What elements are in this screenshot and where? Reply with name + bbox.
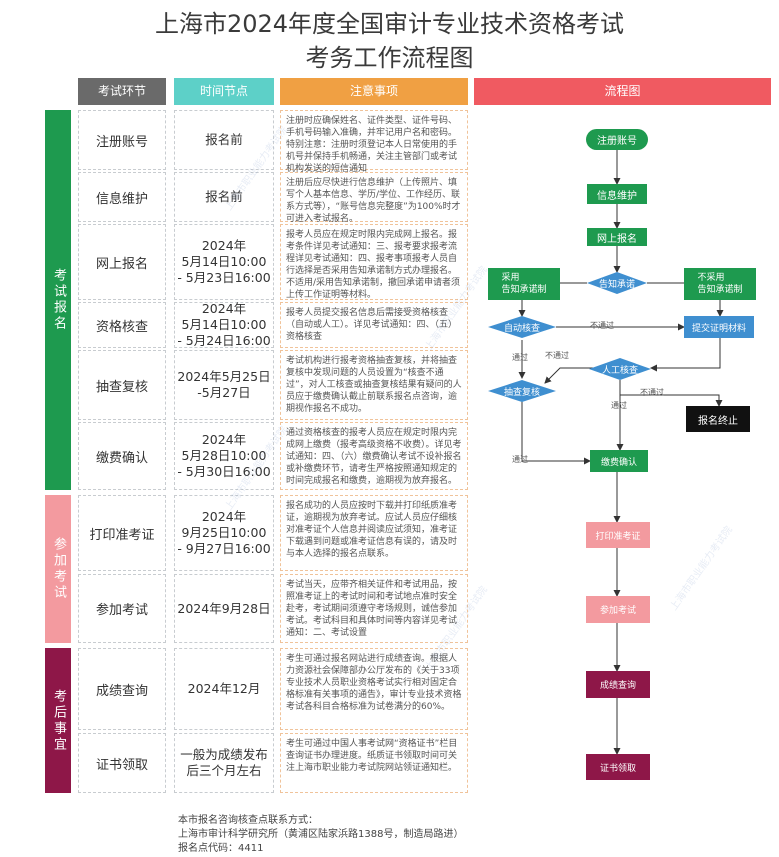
flow-spot-check-label: 抽查复核 bbox=[503, 387, 540, 398]
row-notes: 考生可通过报名网站进行成绩查询。根据人力资源社会保障部办公厅发布的《关于33项专… bbox=[280, 648, 468, 730]
flow-promise-label: 告知承诺 bbox=[598, 279, 635, 290]
flow-auto-check-label: 自动核查 bbox=[503, 323, 540, 334]
flow-manual-check-label: 人工核查 bbox=[601, 365, 638, 376]
row-notes: 考生可通过中国人事考试网“资格证书”栏目查询证书办理进度。纸质证书领取时间可关注… bbox=[280, 733, 468, 793]
footer-line2: 上海市审计科学研究所（黄浦区陆家浜路1388号，制造局路进） bbox=[178, 829, 464, 840]
flow-register-node: 注册账号 bbox=[586, 129, 648, 150]
row-time: 2024年9月28日 bbox=[174, 574, 274, 643]
edge-label-pass: 通过 bbox=[611, 401, 627, 410]
row-time: 报名前 bbox=[174, 110, 274, 170]
row-notes: 注册时应确保姓名、证件类型、证件号码、手机号码输入准确，并牢记用户名和密码。特别… bbox=[280, 110, 468, 174]
flow-pay-node: 缴费确认 bbox=[590, 450, 648, 472]
edge-label-fail: 不通过 bbox=[590, 321, 614, 330]
flow-adopt-node: 采用 告知承诺制 bbox=[488, 268, 560, 300]
row-name: 证书领取 bbox=[78, 733, 166, 793]
header-time: 时间节点 bbox=[174, 78, 274, 105]
watermark: 上海市职业能力考试院 bbox=[668, 524, 735, 613]
row-notes: 考试机构进行报考资格抽查复核，并将抽查复核中发现问题的人员设置为“核查不通过”，… bbox=[280, 350, 468, 420]
row-name: 缴费确认 bbox=[78, 422, 166, 490]
footer-line3: 报名点代码：4411 bbox=[178, 843, 264, 854]
flow-cert-node: 证书领取 bbox=[586, 754, 650, 780]
flow-exam-node: 参加考试 bbox=[586, 596, 650, 623]
row-name: 网上报名 bbox=[78, 224, 166, 300]
edge-label-fail: 不通过 bbox=[640, 388, 664, 397]
phase-after: 考后事宜 bbox=[45, 648, 71, 793]
row-name: 成绩查询 bbox=[78, 648, 166, 730]
page-subtitle: 考务工作流程图 bbox=[305, 44, 474, 72]
row-notes: 报考人员应在规定时限内完成网上报名。报考条件详见考试通知：三、报考要求报考流程详… bbox=[280, 224, 468, 300]
row-name: 抽查复核 bbox=[78, 350, 166, 420]
row-notes: 报考人员提交报名信息后需接受资格核查（自动或人工）。详见考试通知：四、（五）资格… bbox=[280, 302, 468, 348]
phase-registration: 考试报名 bbox=[45, 110, 71, 490]
row-notes: 注册后应尽快进行信息维护（上传照片、填写个人基本信息、学历/学位、工作经历、联系… bbox=[280, 172, 468, 224]
flow-info-node: 信息维护 bbox=[587, 184, 647, 204]
header-notes: 注意事项 bbox=[280, 78, 468, 105]
header-stage: 考试环节 bbox=[78, 78, 166, 105]
phase-exam: 参加考试 bbox=[45, 495, 71, 643]
row-name: 打印准考证 bbox=[78, 495, 166, 571]
flow-submit-node: 提交证明材料 bbox=[684, 316, 754, 338]
flow-apply-node: 网上报名 bbox=[587, 228, 647, 246]
footer-line1: 本市报名咨询核查点联系方式： bbox=[178, 815, 318, 826]
row-notes: 考试当天，应带齐相关证件和考试用品，按照准考证上的考试时间和考试地点准时安全赴考… bbox=[280, 574, 468, 643]
flow-score-node: 成绩查询 bbox=[586, 671, 650, 698]
edge-label-pass: 通过 bbox=[512, 455, 528, 464]
row-time: 2024年 5月14日10:00 - 5月24日16:00 bbox=[174, 301, 274, 348]
row-time: 一般为成绩发布 后三个月左右 bbox=[174, 733, 274, 793]
row-notes: 报名成功的人员应按时下载并打印纸质准考证，逾期视为放弃考试。应试人员应仔细核对准… bbox=[280, 495, 468, 571]
flow-terminate-node: 报名终止 bbox=[686, 406, 750, 432]
page-title: 上海市2024年度全国审计专业技术资格考试 bbox=[154, 10, 625, 38]
row-time: 2024年 9月25日10:00 - 9月27日16:00 bbox=[174, 495, 274, 571]
flow-not-adopt-node: 不采用 告知承诺制 bbox=[684, 268, 756, 300]
header-flow: 流程图 bbox=[474, 78, 771, 105]
row-name: 资格核查 bbox=[78, 302, 166, 348]
row-name: 注册账号 bbox=[78, 110, 166, 170]
row-time: 2024年 5月28日10:00 - 5月30日16:00 bbox=[174, 422, 274, 490]
row-notes: 通过资格核查的报考人员应在规定时限内完成网上缴费（报考高级资格不收费）。详见考试… bbox=[280, 422, 468, 490]
row-time: 2024年 5月14日10:00 - 5月23日16:00 bbox=[174, 224, 274, 300]
row-name: 信息维护 bbox=[78, 172, 166, 222]
flow-print-ticket-node: 打印准考证 bbox=[586, 522, 650, 548]
edge-label-pass: 通过 bbox=[512, 353, 528, 362]
row-time: 2024年12月 bbox=[174, 648, 274, 730]
row-time: 2024年5月25日 -5月27日 bbox=[174, 350, 274, 420]
edge-label-fail: 不通过 bbox=[545, 351, 569, 360]
row-name: 参加考试 bbox=[78, 574, 166, 643]
row-time: 报名前 bbox=[174, 172, 274, 222]
